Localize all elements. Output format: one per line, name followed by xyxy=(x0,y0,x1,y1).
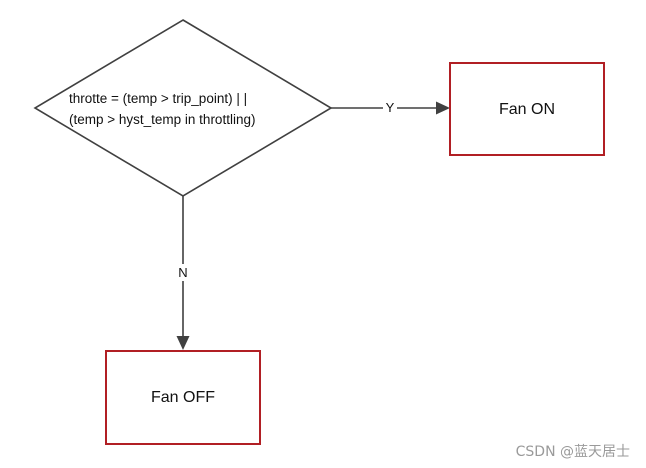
decision-text-line1: throtte = (temp > trip_point) | | xyxy=(69,91,247,106)
no-arrowhead xyxy=(176,336,190,350)
csdn-watermark: CSDN @蓝天居士 xyxy=(516,444,630,460)
yes-arrowhead xyxy=(436,101,450,115)
yes-label: Y xyxy=(386,100,395,115)
fan-off-label: Fan OFF xyxy=(151,389,215,406)
decision-text-line2: (temp > hyst_temp in throttling) xyxy=(69,112,255,127)
no-label: N xyxy=(178,265,187,280)
fan-on-label: Fan ON xyxy=(499,101,555,118)
fan-on-box xyxy=(449,62,605,156)
decision-diamond xyxy=(33,19,333,197)
fan-off-box xyxy=(105,350,261,445)
